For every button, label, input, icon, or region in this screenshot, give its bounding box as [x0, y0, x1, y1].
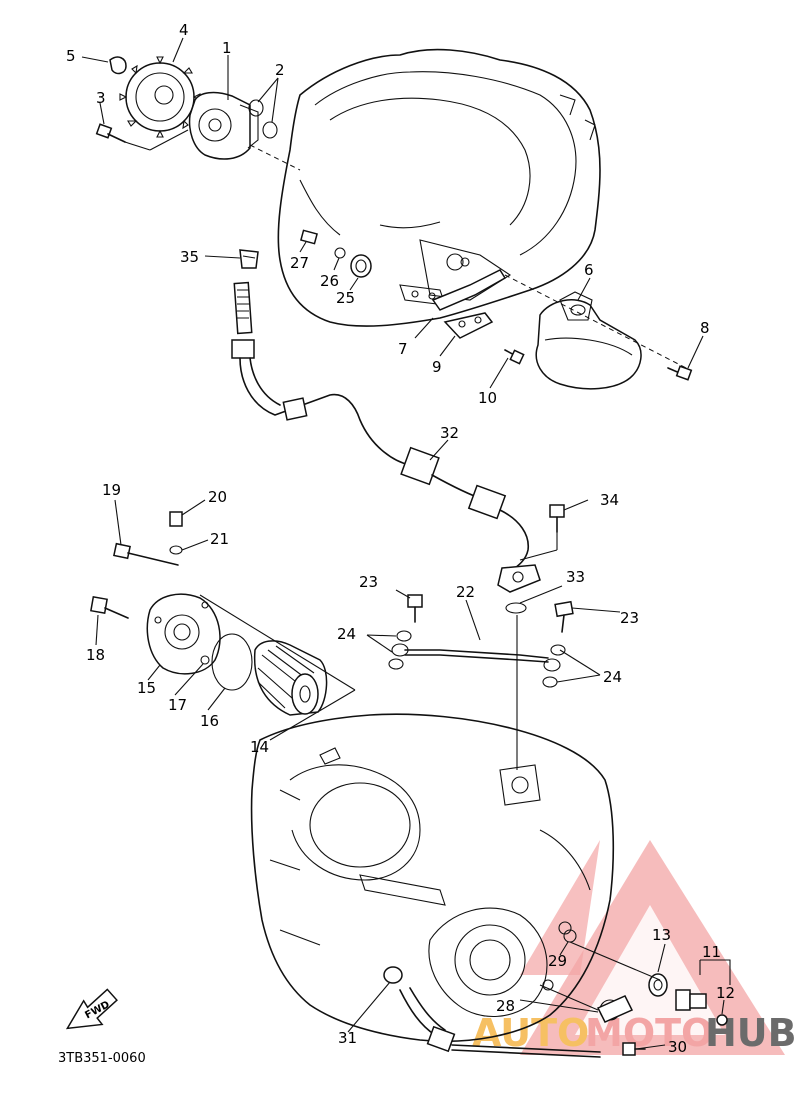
strainer-plate — [443, 312, 494, 339]
oil-pump-body — [188, 91, 259, 160]
callout-32: 32 — [440, 424, 459, 442]
callout-30: 30 — [668, 1038, 687, 1056]
callout-31: 31 — [338, 1029, 357, 1047]
strainer-bolt — [667, 365, 693, 381]
cover-o-ring-small — [200, 655, 210, 665]
oil-filter-element — [253, 640, 328, 716]
callout-24-left: 24 — [337, 625, 356, 643]
callout-26: 26 — [320, 272, 339, 290]
upper-crankcase — [277, 48, 601, 327]
oil-filter-cover — [146, 593, 221, 675]
callout-20: 20 — [208, 488, 227, 506]
callout-19: 19 — [102, 481, 121, 499]
callout-9: 9 — [432, 358, 442, 376]
union-bolt — [519, 504, 565, 561]
callout-27: 27 — [290, 254, 309, 272]
callout-12: 12 — [716, 984, 735, 1002]
callout-13: 13 — [652, 926, 671, 944]
oil-pump-assembly — [95, 56, 301, 171]
diagram-reference-code: 3TB351-0060 — [58, 1051, 146, 1066]
o-ring-lower — [262, 121, 278, 139]
callout-17: 17 — [168, 696, 187, 714]
forward-direction-arrow: FWD — [65, 988, 118, 1030]
callout-3: 3 — [96, 89, 106, 107]
callout-1: 1 — [222, 39, 232, 57]
callout-14: 14 — [250, 738, 269, 756]
cover-o-ring — [211, 633, 253, 691]
leader-lines — [81, 37, 725, 1050]
callout-15: 15 — [137, 679, 156, 697]
lower-crankcase — [250, 713, 621, 1043]
small-bolt — [169, 511, 183, 527]
circlip — [109, 56, 127, 75]
callout-10: 10 — [478, 389, 497, 407]
long-bolt — [113, 542, 179, 566]
drain-plug — [675, 989, 707, 1011]
oil-pump-drive-gear — [119, 56, 201, 138]
breather-hose — [383, 966, 601, 1058]
small-o-ring — [334, 247, 346, 259]
callout-6: 6 — [584, 261, 594, 279]
callout-33: 33 — [566, 568, 585, 586]
oil-filter-group — [90, 511, 356, 741]
callout-34: 34 — [600, 491, 619, 509]
callout-16: 16 — [200, 712, 219, 730]
callout-labels: 1 2 3 4 5 6 7 8 9 10 11 12 13 14 15 16 1… — [66, 21, 735, 1056]
callout-2: 2 — [275, 61, 285, 79]
drain-washer — [648, 973, 668, 997]
callout-7: 7 — [398, 340, 408, 358]
callout-23-right: 23 — [620, 609, 639, 627]
washer — [169, 545, 183, 555]
callout-24-right: 24 — [603, 668, 622, 686]
callout-18: 18 — [86, 646, 105, 664]
oil-strainer — [535, 291, 642, 390]
callout-23-left: 23 — [359, 573, 378, 591]
callout-5: 5 — [66, 47, 76, 65]
copper-washer — [505, 602, 527, 614]
drain-screen — [596, 995, 634, 1023]
pump-bolt — [95, 123, 126, 143]
oil-delivery-pipe — [388, 594, 574, 770]
watermark-triangle-left — [520, 840, 600, 975]
hose-clip — [239, 249, 259, 269]
oil-seal — [350, 254, 372, 278]
o-ring-upper — [248, 99, 264, 117]
callout-29: 29 — [548, 952, 567, 970]
callout-21: 21 — [210, 530, 229, 548]
cover-bolt — [90, 596, 129, 619]
callout-35: 35 — [180, 248, 199, 266]
callout-4: 4 — [179, 21, 189, 39]
plate-bolt — [504, 349, 525, 365]
drain-plug-group — [383, 929, 731, 1058]
strainer-bracket — [431, 269, 507, 311]
callout-22: 22 — [456, 583, 475, 601]
dowel-pin — [300, 229, 318, 245]
callout-28: 28 — [496, 997, 515, 1015]
oil-strainer-group — [431, 269, 693, 390]
oil-hose — [231, 281, 541, 593]
callout-11: 11 — [702, 943, 721, 961]
upper-small-parts — [239, 229, 372, 278]
callout-8: 8 — [700, 319, 710, 337]
callout-25: 25 — [336, 289, 355, 307]
watermark-logo: AUTO MOTO HUB — [472, 840, 797, 1055]
